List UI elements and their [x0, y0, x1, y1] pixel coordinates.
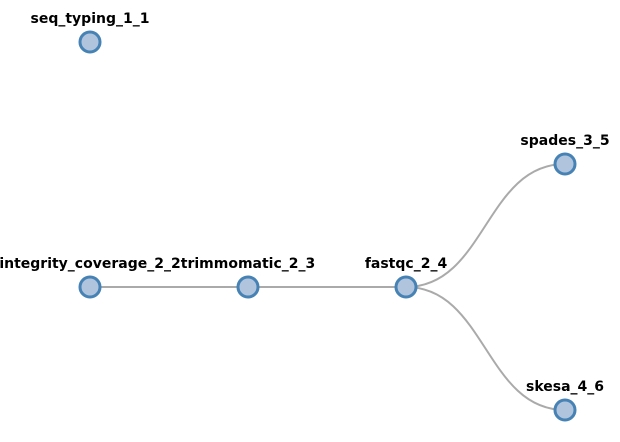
- node-label: fastqc_2_4: [365, 256, 448, 272]
- node-integrity-coverage-2-2[interactable]: integrity_coverage_2_2: [0, 256, 181, 299]
- node-label: skesa_4_6: [526, 379, 604, 395]
- edge-fastqc_2_4-to-skesa_4_6: [405, 286, 566, 411]
- node-circle[interactable]: [78, 275, 102, 299]
- node-label: seq_typing_1_1: [31, 11, 150, 27]
- node-label: integrity_coverage_2_2: [0, 256, 181, 272]
- node-circle[interactable]: [236, 275, 260, 299]
- node-circle[interactable]: [553, 152, 577, 176]
- node-spades-3-5[interactable]: spades_3_5: [520, 133, 610, 176]
- edge-fastqc_2_4-to-spades_3_5: [405, 163, 566, 288]
- links-layer: [90, 163, 566, 411]
- node-circle[interactable]: [394, 275, 418, 299]
- node-circle[interactable]: [553, 398, 577, 422]
- node-fastqc-2-4[interactable]: fastqc_2_4: [365, 256, 448, 299]
- node-trimmomatic-2-3[interactable]: trimmomatic_2_3: [181, 256, 316, 299]
- node-seq-typing-1-1[interactable]: seq_typing_1_1: [31, 11, 150, 54]
- node-circle[interactable]: [78, 30, 102, 54]
- node-skesa-4-6[interactable]: skesa_4_6: [526, 379, 604, 422]
- node-label: trimmomatic_2_3: [181, 256, 316, 272]
- node-label: spades_3_5: [520, 133, 609, 149]
